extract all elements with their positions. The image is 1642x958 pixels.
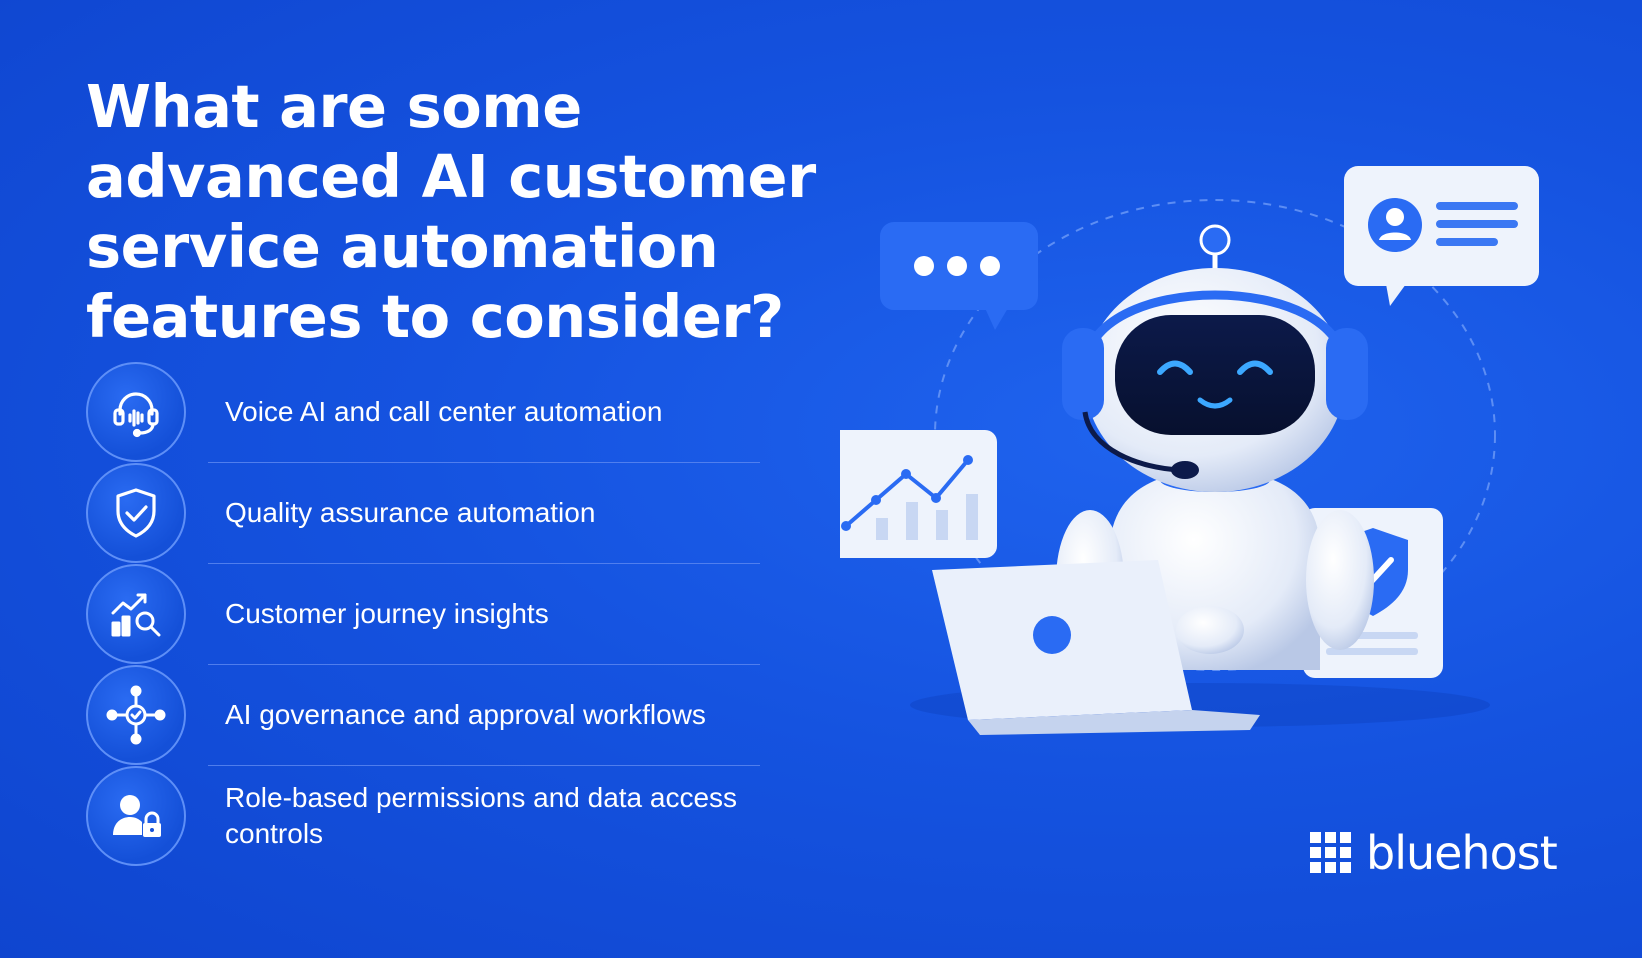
feature-label: Role-based permissions and data access c… (225, 782, 738, 849)
workflow-nodes-icon (86, 665, 186, 765)
chat-bubble-icon (880, 222, 1038, 330)
divider (208, 462, 760, 463)
user-lock-icon (86, 766, 186, 866)
feature-label: AI governance and approval workflows (225, 699, 706, 730)
feature-item-quality-assurance: Quality assurance automation (86, 463, 760, 564)
divider (208, 563, 760, 564)
feature-label: Customer journey insights (225, 598, 549, 629)
analytics-card-icon (840, 430, 997, 558)
divider (208, 664, 760, 665)
laptop-icon (932, 560, 1260, 735)
divider (208, 765, 760, 766)
feature-label: Voice AI and call center automation (225, 396, 663, 427)
robot-icon (1056, 224, 1374, 670)
feature-item-governance: AI governance and approval workflows (86, 665, 760, 766)
brand-name: bluehost (1366, 826, 1558, 880)
robot-agent-illustration (840, 166, 1539, 735)
grid-logo-icon (1310, 832, 1351, 873)
page-title: What are some advanced AI customer servi… (86, 72, 816, 351)
headset-icon (86, 362, 186, 462)
feature-item-permissions: Role-based permissions and data access c… (86, 766, 760, 867)
feature-list: Voice AI and call center automation Qual… (86, 362, 760, 867)
feature-item-journey-insights: Customer journey insights (86, 564, 760, 665)
chart-search-icon (86, 564, 186, 664)
profile-card-icon (1344, 166, 1539, 306)
feature-item-voice-ai: Voice AI and call center automation (86, 362, 760, 463)
shield-check-icon (86, 463, 186, 563)
feature-label: Quality assurance automation (225, 497, 596, 528)
brand-logo: bluehost (1310, 826, 1558, 880)
